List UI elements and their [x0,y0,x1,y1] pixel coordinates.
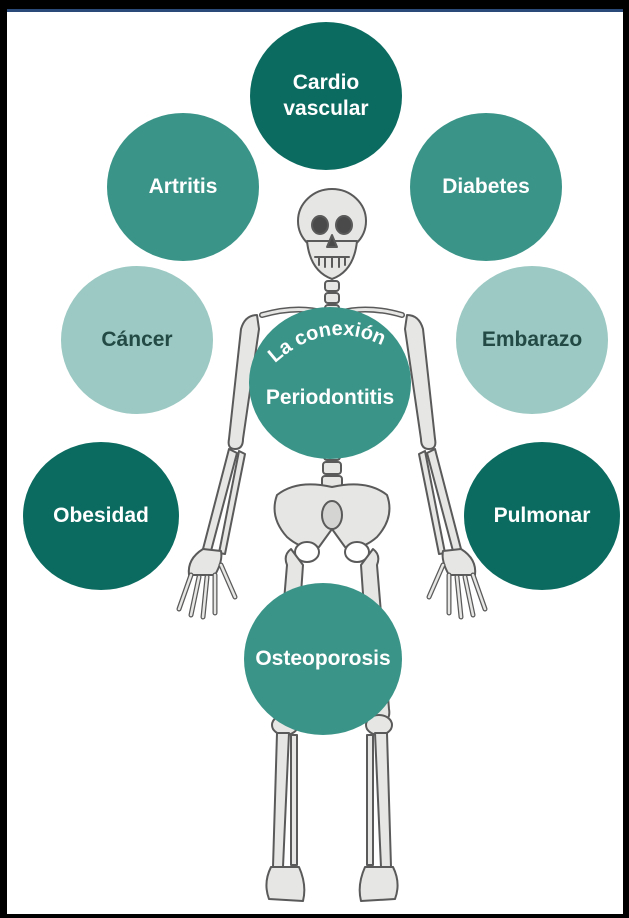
arc-label-la-conexion: La conexión [264,318,389,367]
arc-text-svg: La conexión [7,9,629,918]
